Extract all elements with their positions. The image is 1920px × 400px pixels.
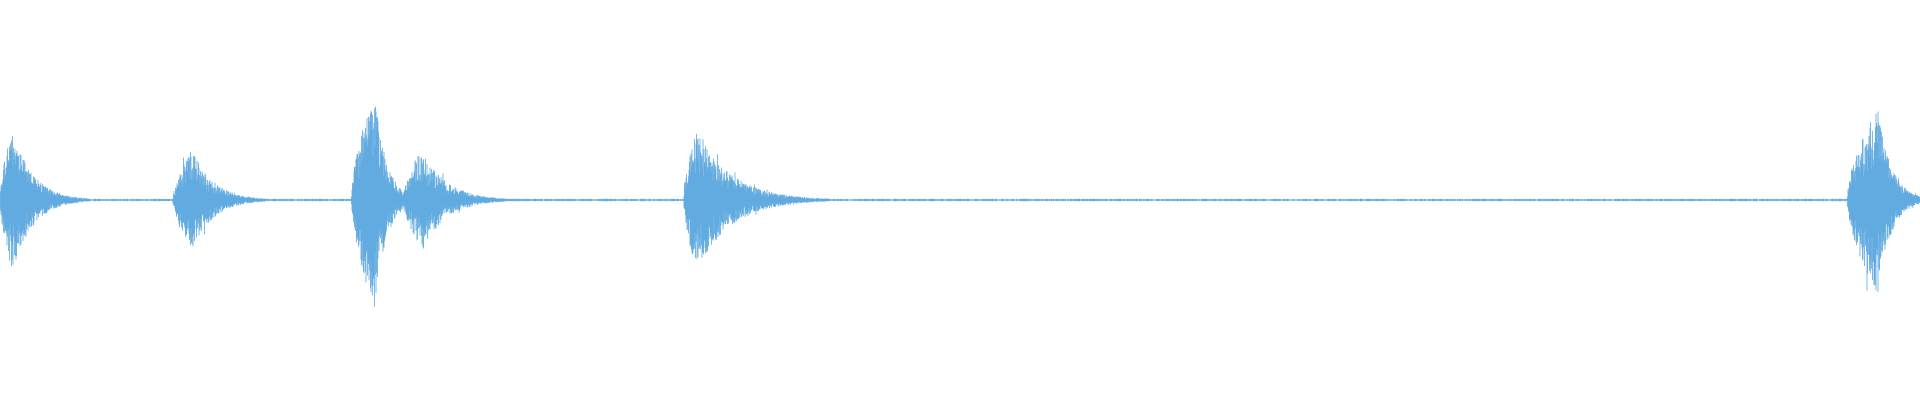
waveform-samples xyxy=(0,106,1920,307)
